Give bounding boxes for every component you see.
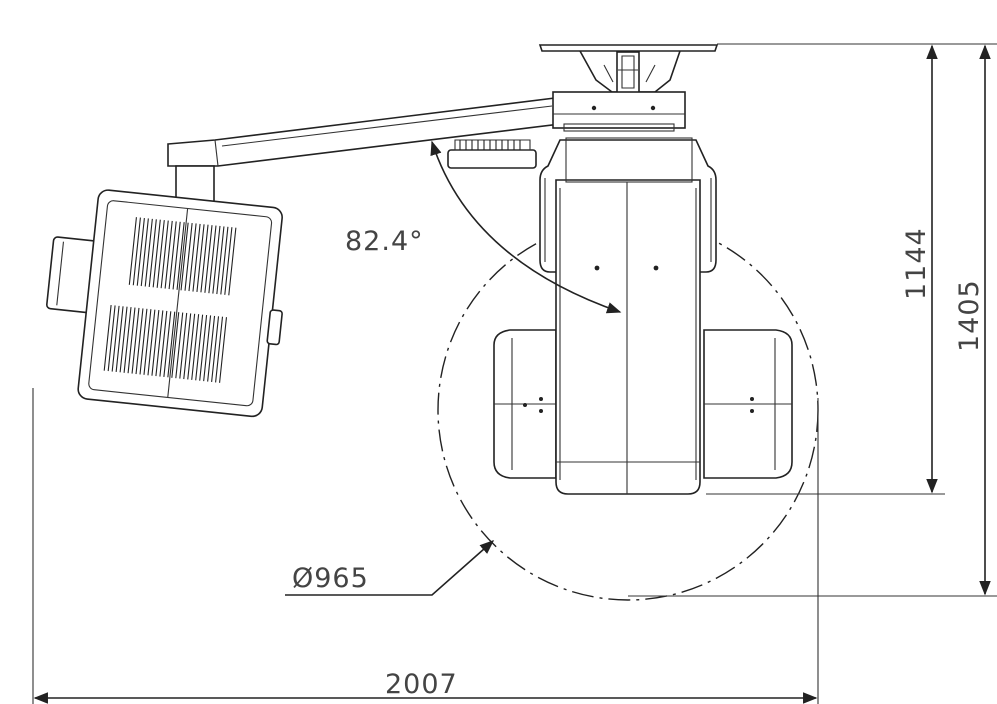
- height-inner-dimension: 1144: [706, 43, 945, 495]
- arm-joint-block: [552, 91, 686, 132]
- diameter-label: Ø965: [292, 563, 369, 594]
- width-label: 2007: [385, 669, 458, 700]
- angle-dimension: 82.4°: [345, 140, 622, 314]
- diameter-dimension: Ø965: [285, 540, 495, 596]
- height-outer-dimension: 1405: [628, 43, 997, 597]
- width-dimension: 2007: [32, 388, 819, 704]
- monitor-grille-upper: [128, 217, 237, 296]
- monitor-grille-lower: [103, 304, 228, 383]
- height-inner-label: 1144: [901, 227, 932, 300]
- height-outer-label: 1405: [954, 279, 985, 352]
- angle-label: 82.4°: [345, 226, 424, 257]
- fan-unit: [447, 139, 537, 169]
- monitor: [46, 189, 283, 418]
- lamp-head: [493, 137, 793, 495]
- ceiling-mount: [538, 44, 719, 95]
